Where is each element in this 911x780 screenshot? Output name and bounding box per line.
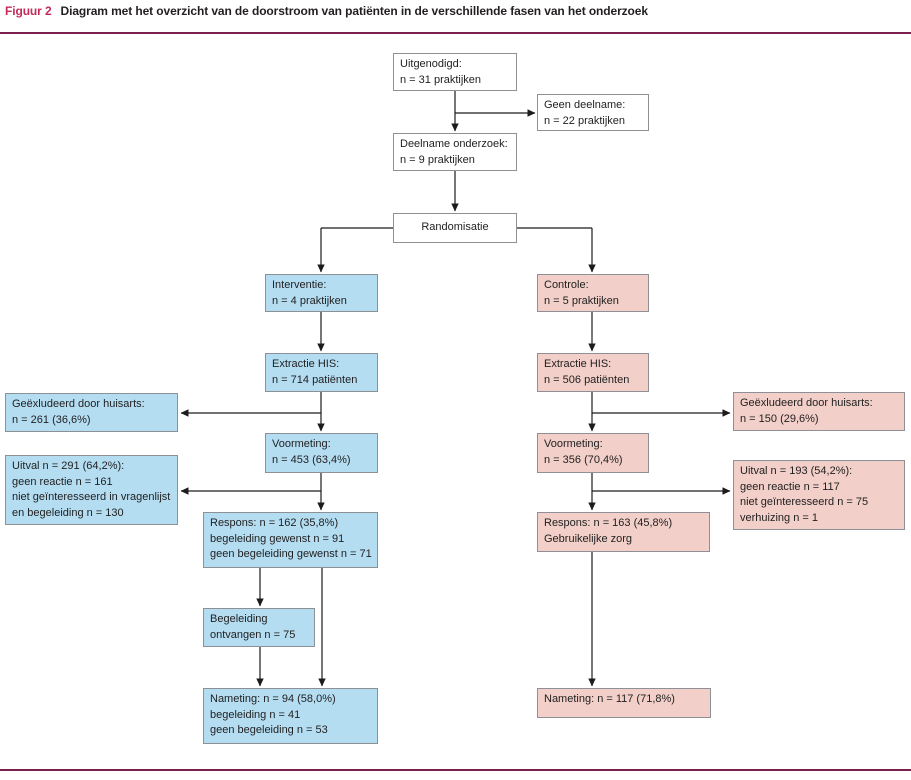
node-extraction-control: Extractie HIS: n = 506 patiënten xyxy=(537,353,649,392)
node-excluded-intervention: Geëxludeerd door huisarts: n = 261 (36,6… xyxy=(5,393,178,432)
node-dropout-intervention: Uitval n = 291 (64,2%): geen reactie n =… xyxy=(5,455,178,525)
figure-caption: Diagram met het overzicht van de doorstr… xyxy=(60,4,648,18)
node-excluded-control: Geëxludeerd door huisarts: n = 150 (29,6… xyxy=(733,392,905,431)
node-no-participation: Geen deelname: n = 22 praktijken xyxy=(537,94,649,131)
node-postmeasurement-control: Nameting: n = 117 (71,8%) xyxy=(537,688,711,718)
node-control: Controle: n = 5 praktijken xyxy=(537,274,649,312)
node-invited: Uitgenodigd: n = 31 praktijken xyxy=(393,53,517,91)
node-premeasurement-intervention: Voormeting: n = 453 (63,4%) xyxy=(265,433,378,473)
node-response-control: Respons: n = 163 (45,8%) Gebruikelijke z… xyxy=(537,512,710,552)
node-coaching-received: Begeleiding ontvangen n = 75 xyxy=(203,608,315,647)
figure-label: Figuur 2 xyxy=(5,4,52,18)
node-premeasurement-control: Voormeting: n = 356 (70,4%) xyxy=(537,433,649,473)
node-participation: Deelname onderzoek: n = 9 praktijken xyxy=(393,133,517,171)
node-dropout-control: Uitval n = 193 (54,2%): geen reactie n =… xyxy=(733,460,905,530)
node-postmeasurement-intervention: Nameting: n = 94 (58,0%) begeleiding n =… xyxy=(203,688,378,744)
top-divider xyxy=(0,32,911,34)
node-extraction-intervention: Extractie HIS: n = 714 patiënten xyxy=(265,353,378,392)
node-randomisation: Randomisatie xyxy=(393,213,517,243)
node-response-intervention: Respons: n = 162 (35,8%) begeleiding gew… xyxy=(203,512,378,568)
node-intervention: Interventie: n = 4 praktijken xyxy=(265,274,378,312)
figure-title: Figuur 2 Diagram met het overzicht van de… xyxy=(5,4,905,18)
bottom-divider xyxy=(0,769,911,771)
